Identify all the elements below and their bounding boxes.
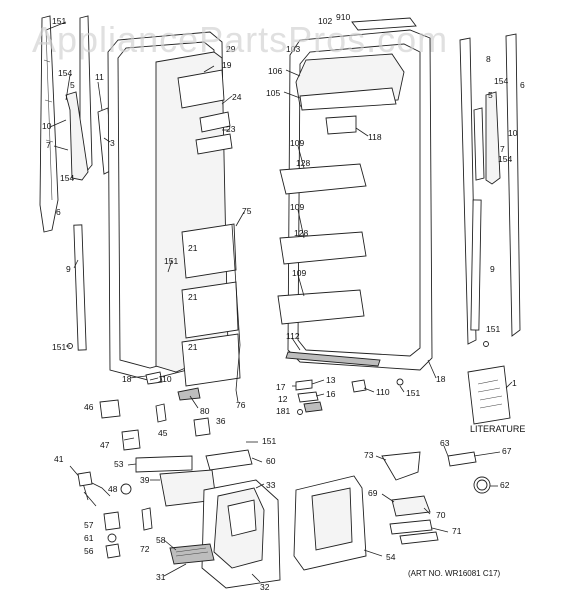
callout: 21: [188, 292, 198, 302]
callout: 46: [84, 402, 94, 412]
callout: 154: [498, 154, 512, 164]
callout: 72: [140, 544, 150, 554]
callout: 7: [46, 140, 51, 150]
callout: 63: [440, 438, 450, 448]
dispenser-door-panel: [293, 475, 367, 571]
callout: 6: [56, 207, 61, 217]
callout: 16: [326, 389, 336, 399]
callout: 73: [364, 450, 374, 460]
callout: 151: [52, 16, 66, 26]
callout: 75: [242, 206, 252, 216]
callout: 109: [290, 138, 304, 148]
callout: 151: [262, 436, 276, 446]
ice-chute-parts: [381, 451, 491, 545]
callout: 41: [54, 454, 64, 464]
callout: 21: [188, 342, 198, 352]
callout: 106: [268, 66, 282, 76]
callout: 10: [42, 121, 52, 131]
callout: 45: [158, 428, 168, 438]
dispenser-controls: [69, 399, 253, 559]
callout: 7: [500, 144, 505, 154]
callout: 151: [486, 324, 500, 334]
callout: 70: [436, 510, 446, 520]
callout: 118: [368, 132, 382, 142]
callout: 57: [84, 520, 94, 530]
callout: 181: [276, 406, 290, 416]
callout: 151: [406, 388, 420, 398]
callout: 67: [502, 446, 512, 456]
callout: 9: [66, 264, 71, 274]
right-door-trim-strips: [459, 33, 521, 347]
freezer-door: [107, 31, 241, 401]
callout: 128: [296, 158, 310, 168]
callout: 8: [486, 54, 491, 64]
literature-booklet: [467, 365, 511, 425]
callout: 1: [512, 378, 517, 388]
callout: 60: [266, 456, 276, 466]
callout: 47: [100, 440, 110, 450]
callout: 17: [276, 382, 286, 392]
callout: 109: [290, 202, 304, 212]
dispenser-housing: [169, 479, 281, 589]
callout: 71: [452, 526, 462, 536]
callout: 29: [226, 44, 236, 54]
callout: 103: [286, 44, 300, 54]
callout: 105: [266, 88, 280, 98]
callout: 80: [200, 406, 210, 416]
callout: 32: [260, 582, 270, 592]
art-number: (ART NO. WR16081 C17): [408, 569, 501, 578]
callout: 110: [376, 387, 390, 397]
callout: 151: [164, 256, 178, 266]
callout: 9: [490, 264, 495, 274]
callout: 6: [520, 80, 525, 90]
callout: 31: [156, 572, 166, 582]
callout: 53: [114, 459, 124, 469]
callout: 24: [232, 92, 242, 102]
callout: 12: [278, 394, 288, 404]
callout: 18: [436, 374, 446, 384]
callout: 910: [336, 12, 350, 22]
callout: 36: [216, 416, 226, 426]
callout: 21: [188, 243, 198, 253]
leader-lines: [45, 21, 513, 583]
callout: 13: [326, 375, 336, 385]
callout: 18: [122, 374, 132, 384]
callout: 54: [386, 552, 396, 562]
left-door-trim-strips: [39, 15, 113, 351]
literature-label: LITERATURE: [470, 424, 525, 434]
callout: 62: [500, 480, 510, 490]
callout: 109: [292, 268, 306, 278]
callout: 39: [140, 475, 150, 485]
callout: 154: [494, 76, 508, 86]
watermark: AppliancePartsPros.com: [32, 19, 448, 60]
callout: 33: [266, 480, 276, 490]
callout: 151: [52, 342, 66, 352]
callout: 102: [318, 16, 332, 26]
callout: 3: [110, 138, 115, 148]
callout: 76: [236, 400, 246, 410]
callout: 19: [222, 60, 232, 70]
callout: 5: [488, 90, 493, 100]
callout-labels: 151 154 5 11 10 7 3 154 6 9 151 29 19 24…: [42, 12, 525, 592]
callout: 5: [70, 80, 75, 90]
callout: 112: [286, 331, 300, 341]
callout: 128: [294, 228, 308, 238]
callout: 56: [84, 546, 94, 556]
callout: 110: [158, 374, 172, 384]
callout: 154: [60, 173, 74, 183]
fresh-food-door: [277, 17, 433, 371]
callout: 61: [84, 533, 94, 543]
callout: 58: [156, 535, 166, 545]
callout: 154: [58, 68, 72, 78]
callout: 11: [95, 72, 104, 82]
callout: 69: [368, 488, 378, 498]
center-hardware: [295, 378, 404, 415]
callout: 23: [226, 124, 236, 134]
callout: 48: [108, 484, 118, 494]
callout: 10: [508, 128, 518, 138]
